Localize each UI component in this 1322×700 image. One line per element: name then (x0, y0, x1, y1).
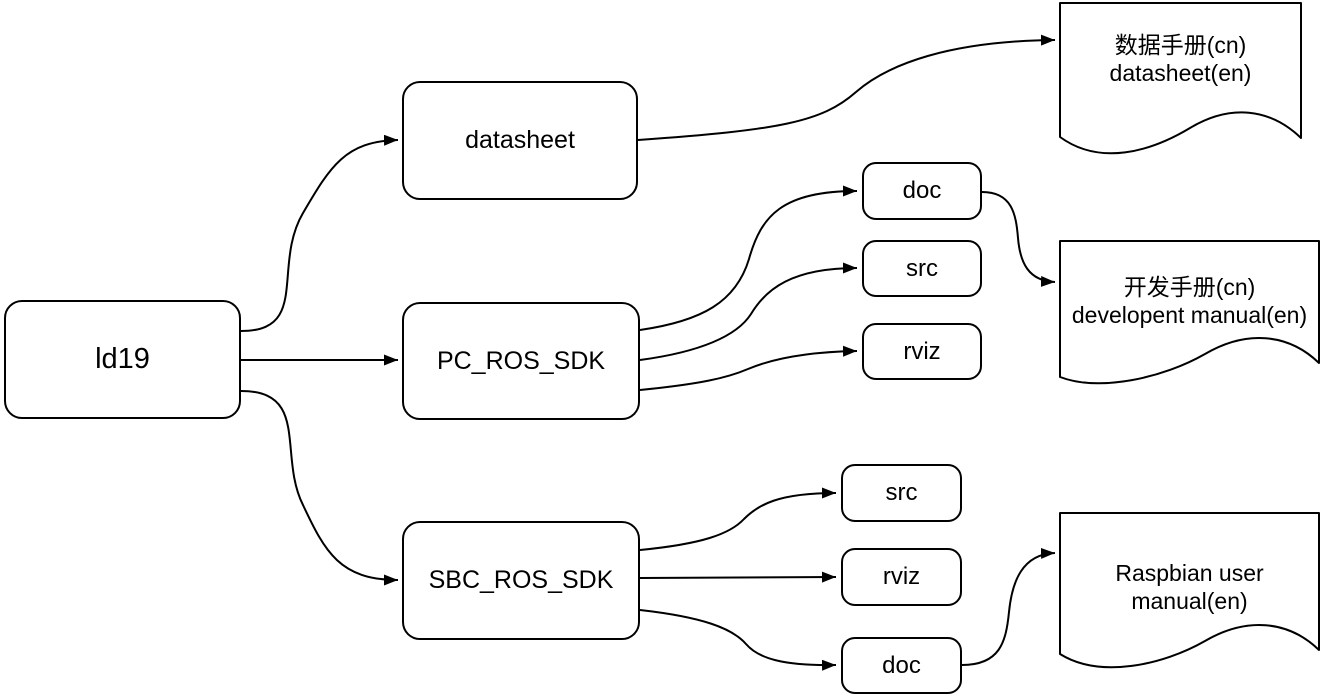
development-manual-line2: developent manual(en) (1071, 302, 1308, 328)
node-sbc-ros-sdk: SBC_ROS_SDK (402, 521, 640, 640)
datasheet-manual-line1: 数据手册(cn) (1114, 32, 1247, 58)
edge-sbc-ros-sdk-src (639, 487, 837, 551)
node-datasheet: datasheet (402, 81, 638, 200)
node-pc-doc: doc (862, 162, 982, 220)
edge-pc-ros-sdk-src (639, 262, 858, 361)
node-pc-doc-label: doc (902, 177, 942, 204)
node-pc-rviz-label: rviz (903, 337, 941, 365)
document-label-datasheet-manual: 数据手册(cn) datasheet(en) (1060, 31, 1301, 87)
node-pc-rviz: rviz (862, 323, 982, 380)
node-sbc-rviz-label: rviz (882, 563, 921, 590)
document-shape-development-manual (1059, 240, 1320, 385)
document-label-development-manual: 开发手册(cn) developent manual(en) (1060, 273, 1319, 329)
node-sbc-doc-label: doc (882, 651, 921, 679)
edge-pc-ros-sdk-doc (639, 185, 858, 331)
raspbian-manual-line1: Raspbian user (1115, 560, 1264, 586)
edge-doc-development-manual (981, 191, 1056, 287)
node-pc-ros-sdk-label: PC_ROS_SDK (436, 346, 606, 375)
edge-ld19-sbc-ros-sdk (240, 390, 399, 586)
edge-sbc-ros-sdk-doc (639, 609, 837, 671)
document-label-raspbian-manual: Raspbian user manual(en) (1060, 559, 1319, 615)
node-sbc-src-label: src (885, 479, 918, 506)
edge-pc-ros-sdk-rviz (639, 345, 858, 391)
node-pc-src-label: src (906, 254, 938, 282)
edge-doc-raspbian-manual (961, 547, 1056, 666)
node-sbc-doc: doc (841, 637, 962, 694)
development-manual-line1: 开发手册(cn) (1123, 274, 1256, 300)
node-sbc-rviz: rviz (841, 548, 962, 606)
node-pc-ros-sdk: PC_ROS_SDK (402, 302, 640, 420)
node-ld19-label: ld19 (95, 343, 150, 375)
node-ld19: ld19 (4, 300, 241, 419)
node-datasheet-label: datasheet (465, 126, 575, 154)
node-sbc-src: src (841, 464, 962, 522)
raspbian-manual-line2: manual(en) (1131, 588, 1248, 614)
datasheet-manual-line2: datasheet(en) (1109, 60, 1252, 86)
document-shape-datasheet-manual (1059, 2, 1302, 155)
document-shape-raspbian-manual (1059, 512, 1320, 669)
node-pc-src: src (862, 240, 982, 297)
edge-datasheet-datasheet-manual (637, 34, 1056, 141)
edge-ld19-datasheet (240, 134, 399, 332)
edge-sbc-ros-sdk-rviz (639, 571, 837, 583)
node-sbc-ros-sdk-label: SBC_ROS_SDK (428, 566, 614, 594)
